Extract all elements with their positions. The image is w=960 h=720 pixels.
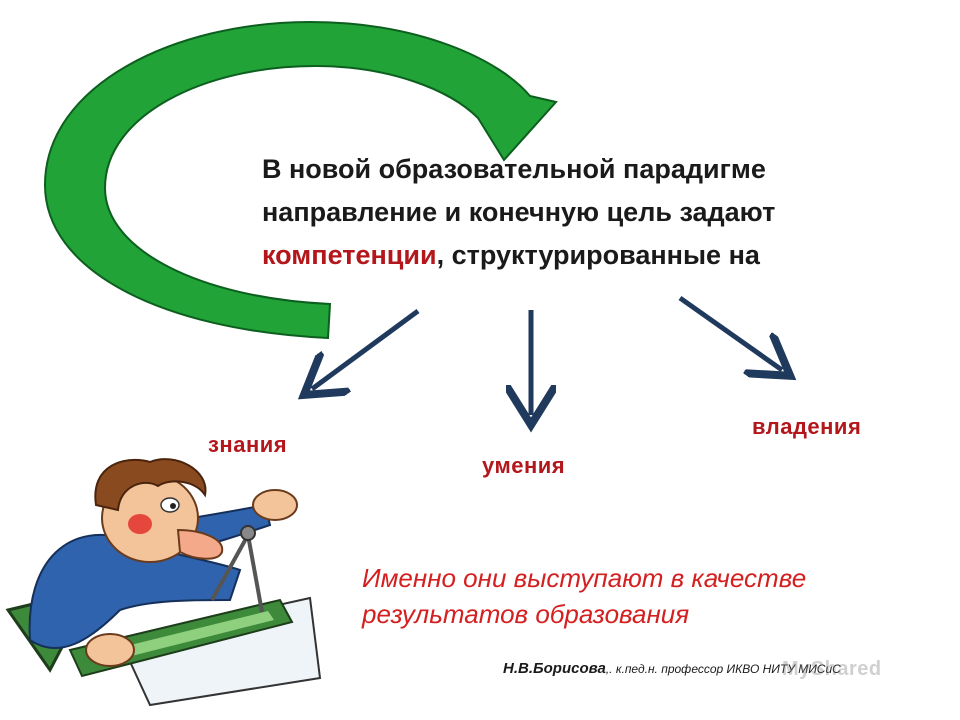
attribution-author: Н.В.Борисова xyxy=(503,660,606,677)
category-znaniya: знания xyxy=(208,432,288,457)
main-statement-line-3-rest: , структурированные на xyxy=(436,240,760,270)
arrow-to-vladeniya xyxy=(678,295,782,370)
category-umeniya: умения xyxy=(482,453,566,478)
conclusion-text: Именно они выступают в качестве результа… xyxy=(362,560,942,632)
main-statement: В новой образовательной парадигме направ… xyxy=(262,148,922,277)
main-statement-line-2: направление и конечную цель задают xyxy=(262,197,776,227)
attribution-credentials: ,. к.пед.н. профессор ИКВО НИТУ МИСиС xyxy=(605,662,841,676)
draftsman-cartoon-icon xyxy=(5,458,322,707)
arrow-to-znaniya xyxy=(312,308,420,389)
watermark: MyShared xyxy=(782,658,882,680)
attribution: Н.В.Борисова,. к.пед.н. профессор ИКВО Н… xyxy=(503,660,943,677)
main-statement-line-1: В новой образовательной парадигме xyxy=(262,154,766,184)
curved-green-arrow-icon xyxy=(43,20,558,340)
category-vladeniya: владения xyxy=(752,414,862,439)
conclusion-line-2: результатов образования xyxy=(362,599,690,629)
conclusion-line-1: Именно они выступают в качестве xyxy=(362,563,807,593)
competencies-highlight: компетенции xyxy=(262,240,437,270)
main-statement-line-3: компетенции, структурированные на xyxy=(262,234,922,277)
